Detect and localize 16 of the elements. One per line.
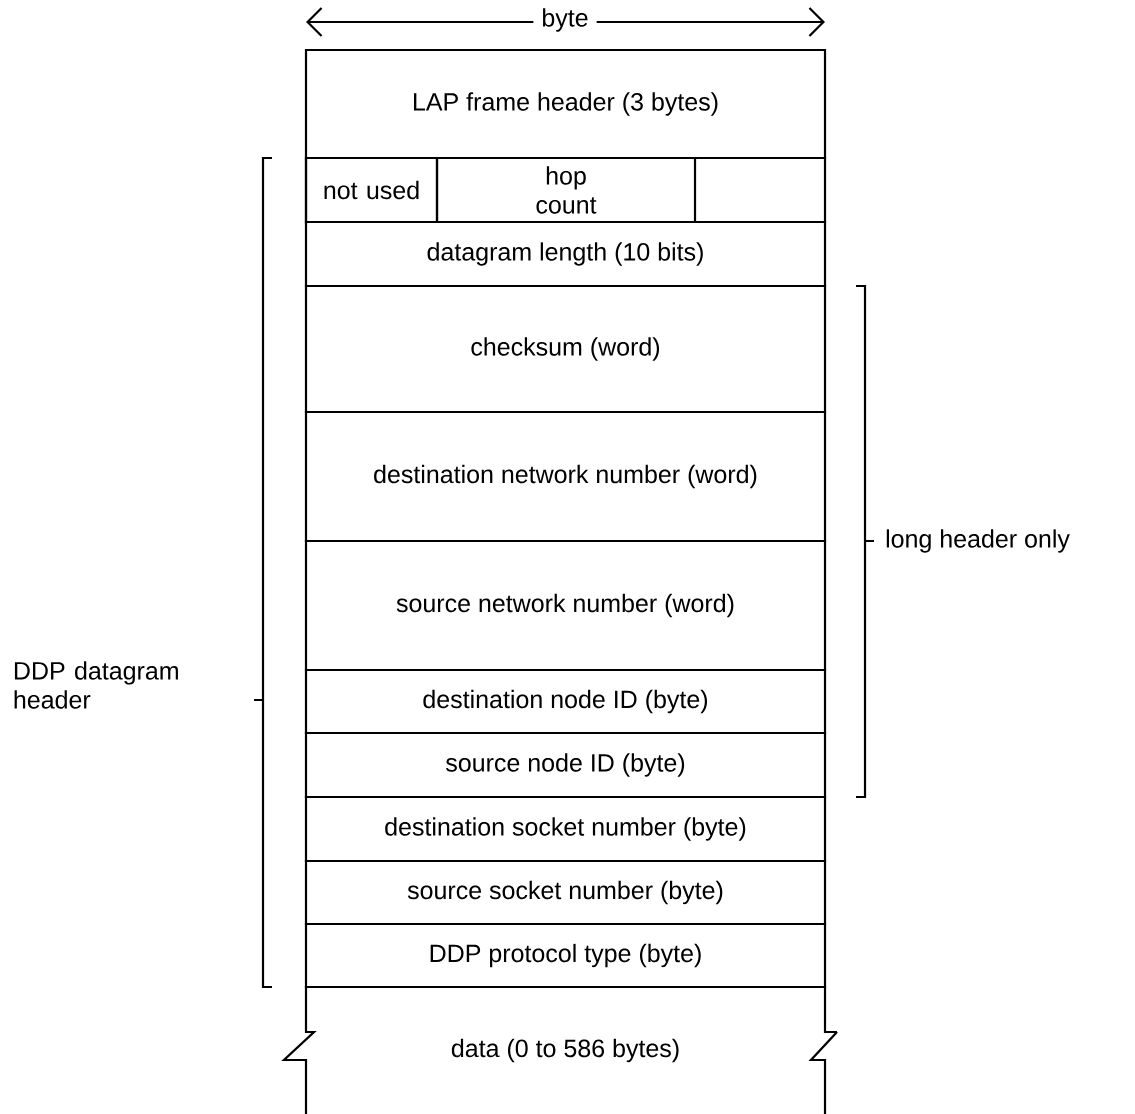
field-box: DDP protocol type (byte) <box>304 922 827 989</box>
bracket-label: long header only <box>886 529 1070 553</box>
field-box: hop count <box>435 156 697 224</box>
bracket-label: DDP datagram header <box>14 661 178 709</box>
field-box: source network number (word) <box>304 539 827 672</box>
field-box: destination network number (word) <box>304 410 827 543</box>
field-box: not used <box>304 156 439 224</box>
field-box: source socket number (byte) <box>304 859 827 926</box>
open-ended-box: data (0 to 586 bytes) <box>281 985 838 1114</box>
field-box: source node ID (byte) <box>304 731 827 799</box>
dimension-label: byte <box>533 6 597 34</box>
field-box: datagram length (10 bits) <box>304 220 827 288</box>
field-box: checksum (word) <box>304 284 827 414</box>
field-box: destination socket number (byte) <box>304 795 827 863</box>
field-box: LAP frame header (3 bytes) <box>304 48 827 160</box>
field-box: destination node ID (byte) <box>304 668 827 735</box>
